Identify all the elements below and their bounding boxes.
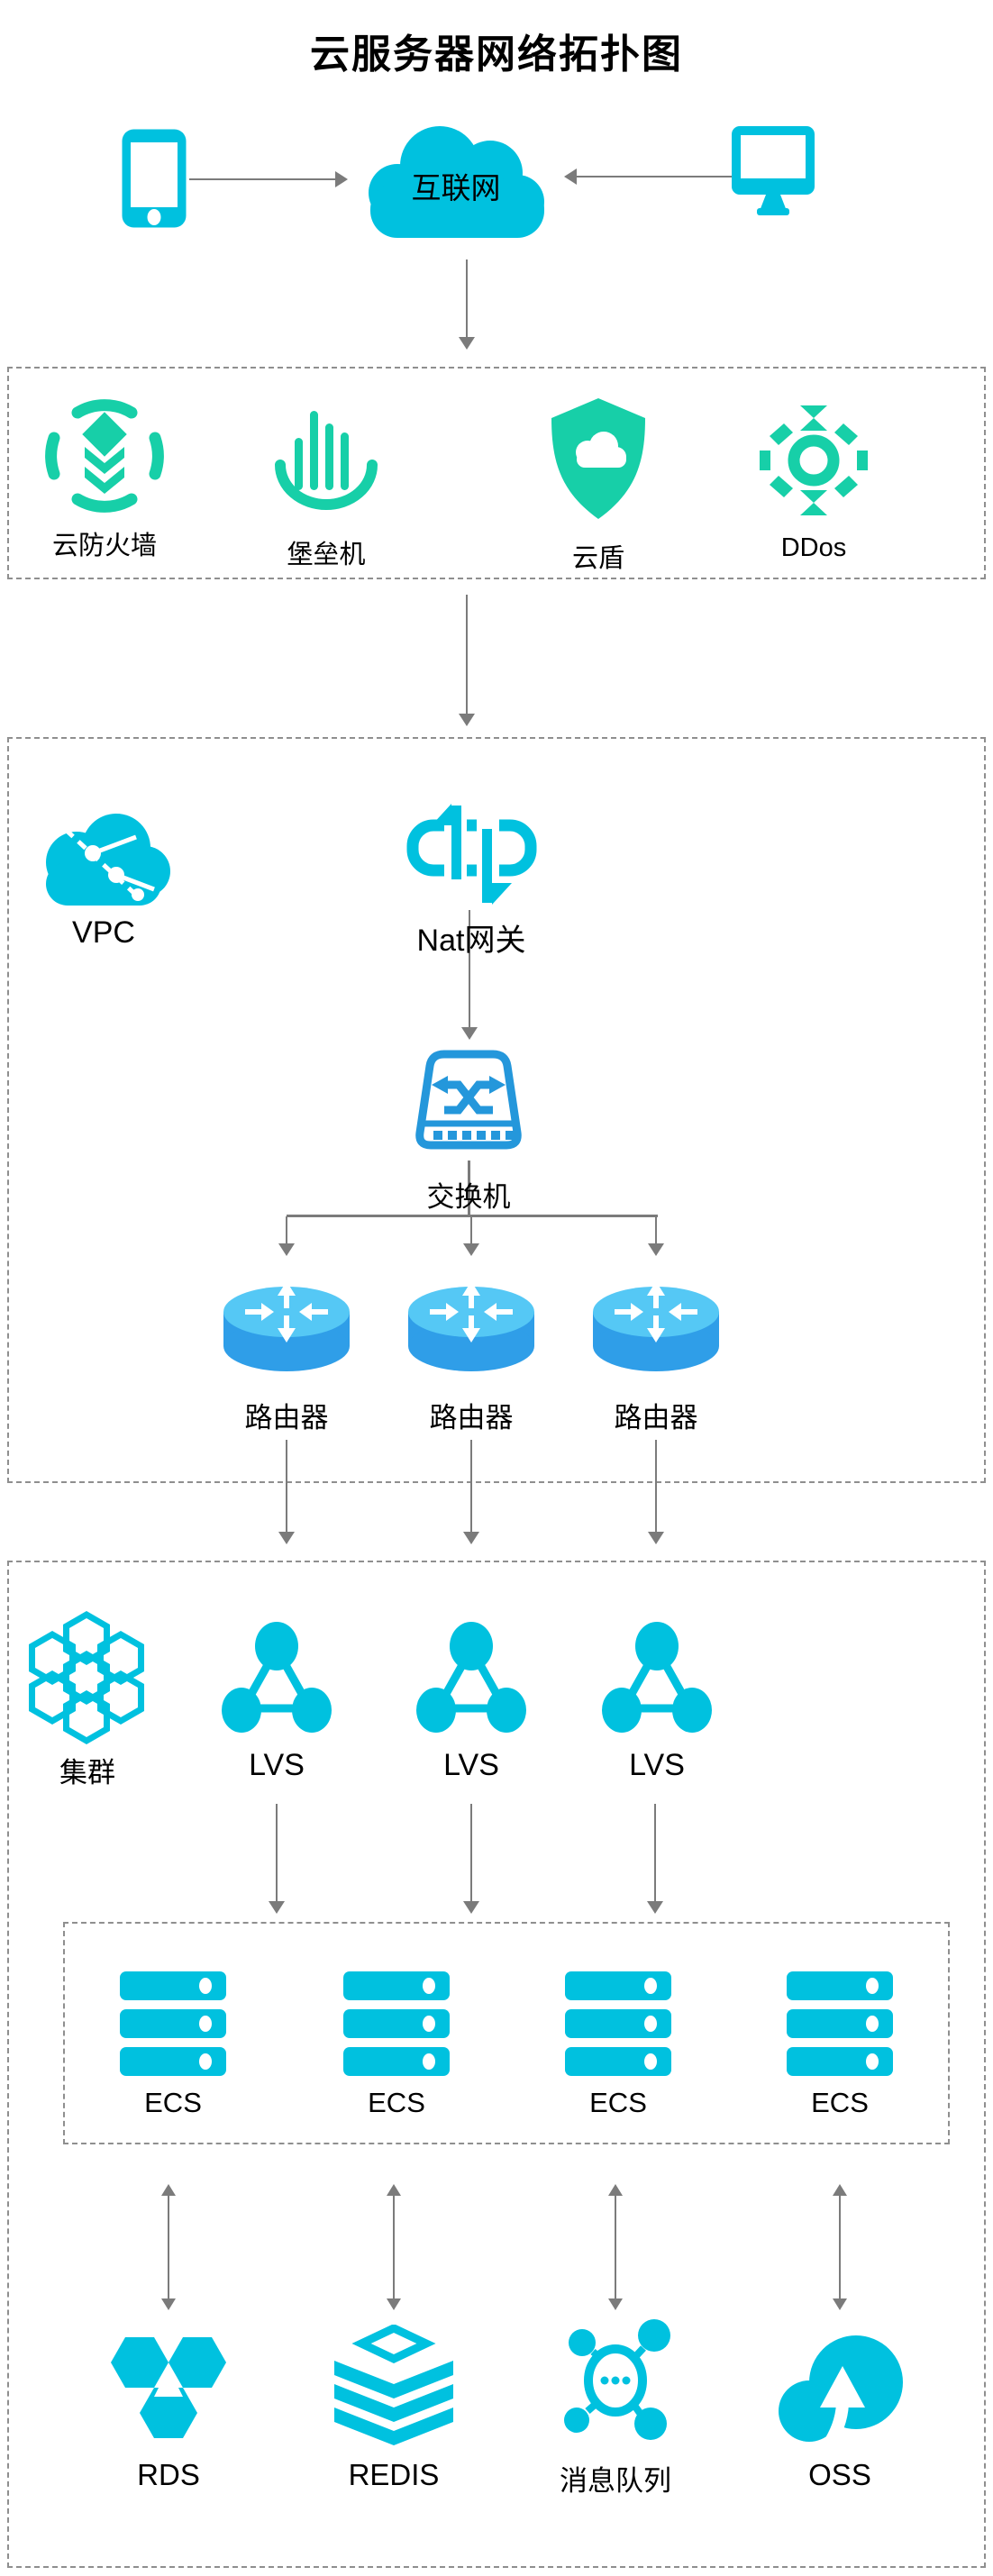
arrow-router1-to-cluster xyxy=(278,1440,295,1544)
ecs-label-4: ECS xyxy=(811,2087,869,2118)
branch-horizontal-line xyxy=(287,1215,658,1217)
bastion-host-label: 堡垒机 xyxy=(287,541,366,569)
cluster-icon xyxy=(22,1609,152,1746)
arrow-ecs-to-rds xyxy=(160,2184,177,2310)
lvs-label-2: LVS xyxy=(443,1748,499,1782)
router-icon-1 xyxy=(220,1279,353,1380)
security-zone-box xyxy=(7,367,986,579)
router-label-2: 路由器 xyxy=(429,1402,514,1434)
ecs-icon-4 xyxy=(787,1970,893,2080)
cloud-firewall-icon xyxy=(41,393,168,519)
ecs-group-box xyxy=(63,1922,950,2144)
ddos-protection-icon xyxy=(757,404,870,517)
bastion-host-icon xyxy=(268,400,385,517)
arrow-router2-to-cluster xyxy=(463,1440,479,1544)
ecs-icon-1 xyxy=(120,1970,226,2080)
branch-stem-line xyxy=(468,1161,470,1216)
arrow-branch-to-router-2 xyxy=(463,1216,479,1256)
arrow-lvs2-to-ecs xyxy=(463,1804,479,1914)
ecs-label-2: ECS xyxy=(368,2087,425,2118)
arrow-lvs3-to-ecs xyxy=(647,1804,663,1914)
arrow-desktop-to-internet xyxy=(564,168,813,185)
router-label-3: 路由器 xyxy=(614,1402,698,1434)
rds-label: RDS xyxy=(137,2458,200,2491)
rds-icon xyxy=(105,2326,232,2449)
switch-label: 交换机 xyxy=(426,1181,511,1213)
ddos-protection-label: DDos xyxy=(780,533,847,562)
redis-label: REDIS xyxy=(348,2458,440,2491)
arrow-internet-to-security xyxy=(459,259,475,350)
arrow-ecs-to-redis xyxy=(386,2184,402,2310)
arrow-mobile-to-internet xyxy=(189,171,348,187)
oss-icon xyxy=(777,2326,903,2451)
arrow-lvs1-to-ecs xyxy=(269,1804,285,1914)
ecs-label-1: ECS xyxy=(144,2087,202,2118)
nat-gateway-icon xyxy=(406,802,537,908)
lvs-label-1: LVS xyxy=(249,1748,305,1782)
page-title: 云服务器网络拓扑图 xyxy=(310,32,683,77)
ecs-icon-3 xyxy=(565,1970,671,2080)
router-icon-2 xyxy=(405,1279,538,1380)
oss-label: OSS xyxy=(808,2458,871,2491)
arrow-branch-to-router-1 xyxy=(278,1216,295,1256)
cloud-firewall-label: 云防火墙 xyxy=(51,532,157,560)
internet-cloud-icon xyxy=(348,119,564,240)
cluster-zone-box xyxy=(7,1561,986,2568)
cloud-shield-icon xyxy=(541,395,656,523)
arrow-security-to-vpc xyxy=(459,595,475,726)
lvs-icon-1 xyxy=(218,1616,335,1741)
vpc-icon xyxy=(33,806,173,907)
arrow-ecs-to-mq xyxy=(607,2184,624,2310)
arrow-ecs-to-oss xyxy=(832,2184,848,2310)
lvs-label-3: LVS xyxy=(629,1748,685,1782)
lvs-icon-3 xyxy=(598,1616,715,1741)
ecs-icon-2 xyxy=(343,1970,450,2080)
redis-icon xyxy=(327,2325,460,2451)
desktop-device-icon xyxy=(730,124,816,216)
internet-label: 互联网 xyxy=(411,171,501,205)
arrow-branch-to-router-3 xyxy=(648,1216,664,1256)
message-queue-label: 消息队列 xyxy=(560,2465,671,2497)
nat-gateway-label: Nat网关 xyxy=(416,924,526,958)
vpc-zone-box xyxy=(7,737,986,1483)
lvs-icon-2 xyxy=(413,1616,530,1741)
router-icon-3 xyxy=(589,1279,723,1380)
ecs-label-3: ECS xyxy=(589,2087,647,2118)
arrow-nat-to-switch xyxy=(461,910,478,1040)
mobile-device-icon xyxy=(121,128,187,229)
cluster-label: 集群 xyxy=(59,1757,115,1789)
router-label-1: 路由器 xyxy=(244,1402,329,1434)
switch-icon xyxy=(412,1049,525,1161)
message-queue-icon xyxy=(550,2308,681,2451)
cloud-shield-label: 云盾 xyxy=(571,544,624,573)
arrow-router3-to-cluster xyxy=(648,1440,664,1544)
vpc-label: VPC xyxy=(72,915,135,950)
